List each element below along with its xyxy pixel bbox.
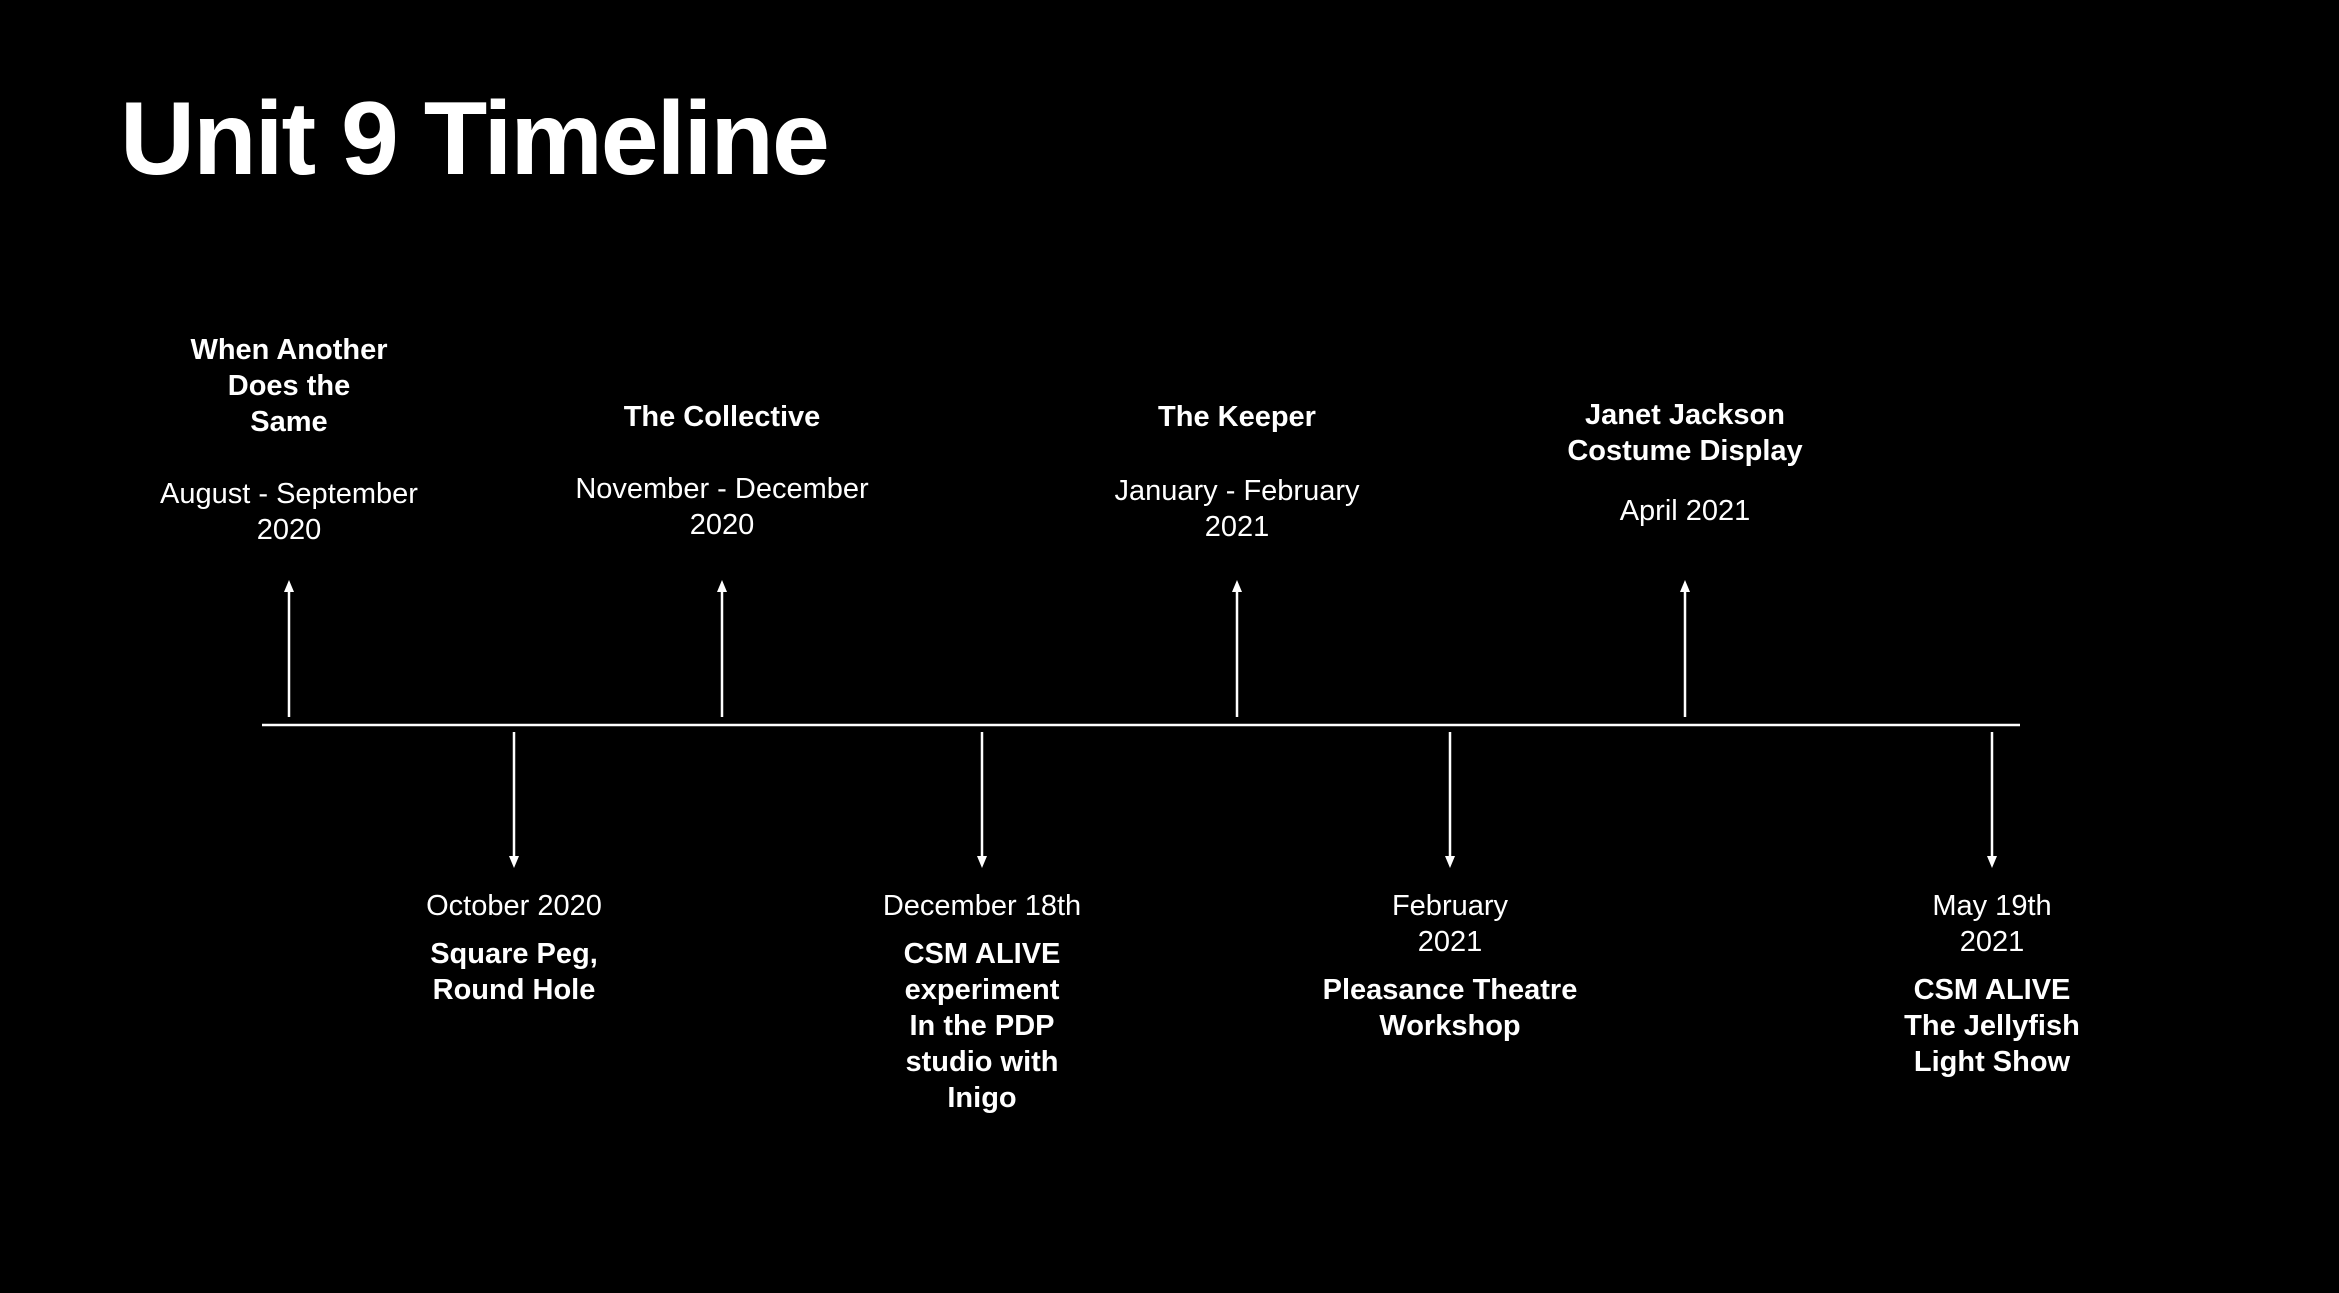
event-below-1: October 2020 Square Peg, Round Hole [334, 888, 694, 1008]
event-date: August - September 2020 [160, 478, 418, 546]
event-below-4: May 19th 2021 CSM ALIVE The Jellyfish Li… [1812, 888, 2172, 1080]
event-date: January - February 2021 [1114, 475, 1360, 543]
event-below-3: February 2021 Pleasance Theatre Workshop [1270, 888, 1630, 1044]
event-above-1: When Another Does the Same August - Sept… [109, 332, 469, 548]
arrow-up-1 [284, 580, 294, 717]
event-date: February 2021 [1391, 890, 1509, 958]
page-title: Unit 9 Timeline [120, 81, 830, 197]
arrow-down-2 [977, 732, 987, 868]
event-below-2: December 18th CSM ALIVE experiment In th… [802, 888, 1162, 1116]
event-above-4: Janet Jackson Costume Display April 2021 [1505, 397, 1865, 529]
event-date: December 18th [882, 890, 1082, 922]
event-date: October 2020 [426, 890, 602, 922]
event-title: CSM ALIVE The Jellyfish Light Show [1904, 974, 2080, 1078]
event-date: April 2021 [1619, 495, 1751, 527]
event-title: The Collective [623, 401, 821, 433]
event-title: Janet Jackson Costume Display [1567, 399, 1803, 467]
event-date: May 19th 2021 [1932, 890, 2052, 958]
event-above-2: The Collective November - December 2020 [542, 399, 902, 543]
arrow-up-4 [1680, 580, 1690, 717]
event-title: Pleasance Theatre Workshop [1322, 974, 1578, 1042]
event-date: November - December 2020 [575, 473, 869, 541]
event-title: Square Peg, Round Hole [430, 938, 598, 1006]
arrow-up-3 [1232, 580, 1242, 717]
arrow-up-2 [717, 580, 727, 717]
arrow-down-3 [1445, 732, 1455, 868]
arrow-down-4 [1987, 732, 1997, 868]
event-title: When Another Does the Same [190, 334, 388, 438]
event-above-3: The Keeper January - February 2021 [1057, 399, 1417, 545]
arrow-down-1 [509, 732, 519, 868]
event-title: CSM ALIVE experiment In the PDP studio w… [903, 938, 1061, 1114]
event-title: The Keeper [1158, 401, 1316, 433]
